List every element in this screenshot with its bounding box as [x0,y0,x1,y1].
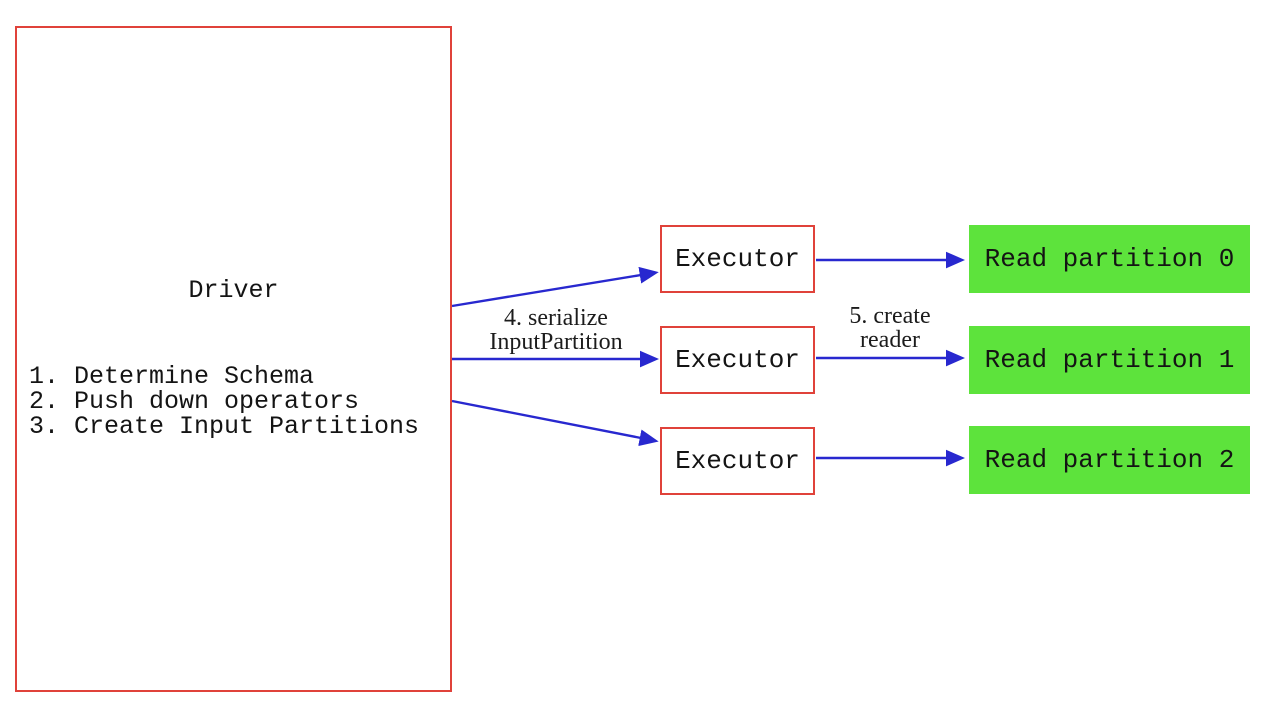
read-partition-label: Read partition 2 [984,445,1235,475]
read-partition-label: Read partition 0 [984,244,1235,274]
driver-step-2: 2. Push down operators [29,387,360,416]
executor-label: Executor [675,244,800,274]
edge-label-line: 4. serialize [504,305,608,331]
edge-label-serialize-input-partition: 4. serialize InputPartition [456,306,656,354]
edge-label-line: InputPartition [489,329,623,355]
executor-box-2: Executor [660,427,815,495]
executor-box-0: Executor [660,225,815,293]
edge-label-line: reader [860,327,920,353]
driver-title: Driver [188,276,279,305]
executor-box-1: Executor [660,326,815,394]
arrow-driver-to-executor-2 [451,399,659,447]
executor-label: Executor [675,345,800,375]
driver-box: Driver 1. Determine Schema 2. Push down … [15,26,452,692]
executor-label: Executor [675,446,800,476]
read-partition-label: Read partition 1 [984,345,1235,375]
read-partition-box-2: Read partition 2 [969,426,1250,494]
driver-step-3: 3. Create Input Partitions [29,412,420,441]
edge-label-line: 5. create [849,303,931,329]
arrow-driver-to-executor-0 [451,266,659,308]
edge-label-create-reader: 5. create reader [810,304,970,352]
driver-step-1: 1. Determine Schema [29,362,315,391]
read-partition-box-1: Read partition 1 [969,326,1250,394]
read-partition-box-0: Read partition 0 [969,225,1250,293]
driver-steps-list: 1. Determine Schema 2. Push down operato… [29,364,419,439]
